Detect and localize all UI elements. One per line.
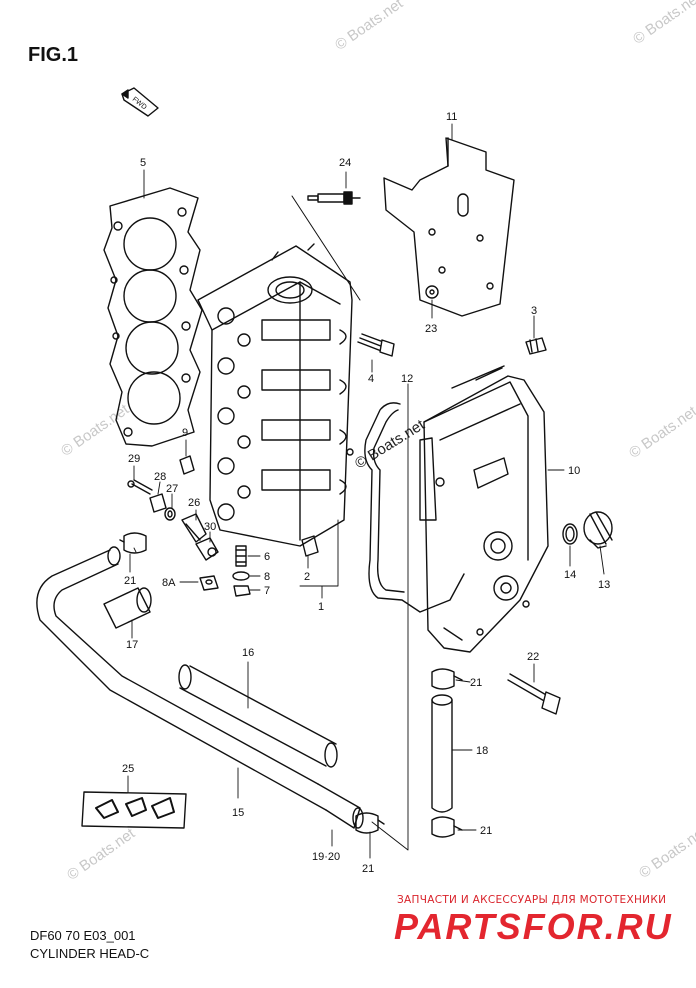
callout-28: 28: [154, 471, 166, 483]
bolt-2: [301, 535, 319, 557]
sensor-26: [181, 513, 207, 543]
clamp-21: [355, 812, 385, 834]
head-cover-gasket: [364, 402, 465, 613]
callout-16: 16: [242, 647, 254, 659]
model-code: DF60 70 E03_001: [30, 928, 136, 943]
stud-6: [235, 545, 247, 567]
callout-22: 22: [527, 651, 539, 663]
clamp-21: [431, 668, 463, 690]
washer-8: [232, 571, 250, 581]
pin-9: [179, 455, 195, 475]
callout-3: 3: [531, 305, 537, 317]
head-gasket: [103, 187, 203, 447]
callout-6: 6: [264, 551, 270, 563]
bolt-29: [127, 479, 153, 495]
figure-title: FIG.1: [28, 44, 79, 66]
callout-9: 9: [182, 427, 188, 439]
callout-14: 14: [564, 569, 576, 581]
bolt-4: [357, 333, 395, 357]
callout-27: 27: [166, 483, 178, 495]
hose-19-20: [317, 783, 364, 829]
nut-7: [233, 585, 251, 597]
callout-7: 7: [264, 585, 270, 597]
o-ring: [562, 523, 578, 545]
callout-17: 17: [126, 639, 138, 651]
callout-13: 13: [598, 579, 610, 591]
washer-27: [164, 507, 176, 521]
bracket: [383, 137, 515, 317]
clamp-21: [119, 532, 147, 554]
callout-1: 1: [318, 601, 324, 613]
fwd-arrow-icon: FWD: [121, 87, 159, 117]
callout-21: 21: [124, 575, 136, 587]
callout-4: 4: [368, 373, 374, 385]
callout-21: 21: [480, 825, 492, 837]
nut-8a: [199, 575, 219, 591]
leader-lines: [127, 123, 605, 859]
plug-3: [525, 337, 547, 355]
callout-30: 30: [204, 521, 216, 533]
callout-11: 11: [446, 111, 457, 123]
section-name: CYLINDER HEAD-C: [30, 946, 150, 961]
clamp-21: [431, 816, 463, 838]
spark-plug: [307, 191, 361, 205]
cylinder-head-cover: [419, 365, 549, 653]
screw-23: [425, 285, 439, 299]
callout-19-20: 19·20: [312, 851, 340, 863]
callout-8a: 8A: [162, 577, 176, 589]
oil-filler-cap: [583, 511, 613, 549]
hose-18: [431, 694, 453, 813]
callout-23: 23: [425, 323, 437, 335]
callout-24: 24: [339, 157, 351, 169]
hose-17: [103, 587, 152, 629]
pin-28: [149, 493, 167, 513]
callout-8: 8: [264, 571, 270, 583]
callout-5: 5: [140, 157, 146, 169]
callout-29: 29: [128, 453, 140, 465]
callout-21: 21: [362, 863, 374, 875]
hose-16: [178, 664, 338, 768]
hose-15: [36, 546, 327, 811]
cylinder-head: [197, 243, 354, 547]
store-logo[interactable]: PARTSFOR.RU: [394, 906, 673, 947]
callout-25: 25: [122, 763, 134, 775]
callout-15: 15: [232, 807, 244, 819]
store-tagline: ЗАПЧАСТИ И АКСЕССУАРЫ ДЛЯ МОТОТЕХНИКИ: [397, 894, 667, 906]
bolt-22: [507, 673, 561, 715]
callout-10: 10: [568, 465, 580, 477]
callout-18: 18: [476, 745, 488, 757]
callout-12: 12: [401, 373, 413, 385]
sensor-30: [195, 537, 219, 561]
decal-label: [81, 791, 187, 829]
callout-2: 2: [304, 571, 310, 583]
callout-21: 21: [470, 677, 482, 689]
callout-26: 26: [188, 497, 200, 509]
